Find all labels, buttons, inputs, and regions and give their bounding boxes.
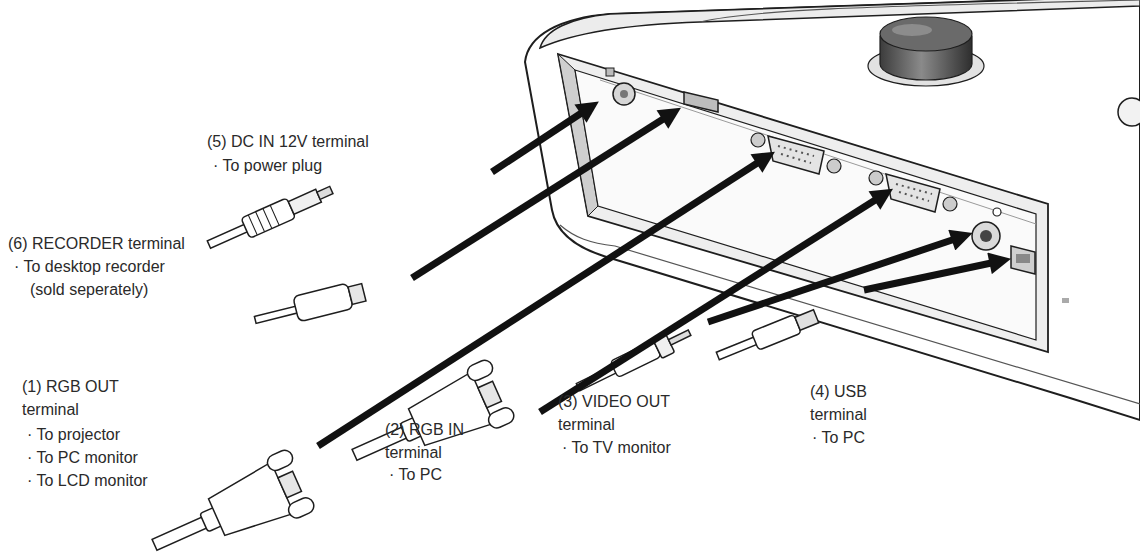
dsub-port — [886, 174, 940, 212]
terminal-label: (6) RECORDER terminal — [8, 232, 185, 255]
thumbscrew — [486, 405, 516, 430]
terminal-label: (2) RGB IN terminal — [385, 418, 485, 464]
knob-highlight — [892, 24, 932, 36]
cable — [207, 224, 249, 248]
plug-front — [348, 284, 366, 305]
connection-note: · To PC monitor — [27, 446, 138, 469]
recess-frame — [558, 54, 1048, 352]
terminal-label: (1) RGB OUT terminal — [22, 375, 132, 421]
plug-front — [478, 381, 502, 408]
plug-metal — [795, 310, 819, 330]
terminal-label: (3) VIDEO OUT terminal — [558, 390, 683, 436]
connection-note: · To desktop recorder — [14, 255, 165, 278]
connection-note: · To projector — [27, 423, 120, 446]
insert-arrow — [318, 160, 762, 446]
rca-mark — [993, 208, 1001, 216]
terminal-label: (5) DC IN 12V terminal — [207, 130, 369, 153]
knob — [868, 17, 984, 86]
rear-panel — [575, 70, 1036, 340]
plug-tip — [317, 186, 333, 199]
thumbscrew-hole — [943, 197, 957, 211]
screw-mark — [606, 68, 614, 76]
panel-lip — [600, 80, 1036, 224]
plug-hood — [205, 462, 294, 542]
recorder-slot — [684, 92, 718, 112]
body-outline — [525, 0, 1140, 420]
connection-note: · To LCD monitor — [27, 469, 148, 492]
insert-arrow — [864, 262, 996, 290]
connection-note: · To PC — [389, 463, 442, 486]
dsub-plug — [141, 448, 317, 553]
grip-ridges — [248, 205, 279, 235]
connection-note: · To power plug — [213, 154, 322, 177]
thumbscrew — [465, 358, 495, 383]
dc-plug — [204, 180, 335, 255]
dsub-pins — [778, 146, 814, 163]
usb-tongue — [1016, 254, 1030, 263]
terminal-label: (4) USB terminal — [810, 380, 885, 426]
side-button — [1118, 98, 1140, 126]
dc-jack-hole — [620, 90, 628, 98]
plug-body — [293, 283, 354, 322]
plug-sleeve — [288, 189, 321, 214]
panel-mark — [1062, 298, 1069, 303]
thumbscrew-hole — [869, 171, 883, 185]
recorder-plug — [252, 280, 367, 332]
top-surface — [540, 0, 1140, 48]
insert-arrow — [540, 197, 880, 412]
insert-arrow — [412, 116, 668, 278]
usb-port — [1011, 246, 1035, 274]
dsub-pins — [896, 184, 932, 201]
thumbscrew-hole — [827, 159, 841, 173]
connection-note: · To TV monitor — [562, 436, 671, 459]
insert-arrow — [492, 110, 586, 172]
cable — [254, 306, 298, 323]
plug-grip — [241, 198, 296, 238]
connection-note: (sold seperately) — [30, 278, 148, 301]
dsub-port — [768, 136, 824, 174]
plug-front — [278, 471, 302, 498]
cable — [152, 516, 208, 550]
insert-arrows — [318, 110, 996, 446]
plug-body — [751, 314, 801, 350]
rca-jack — [972, 222, 1000, 250]
connection-note: · To PC — [812, 426, 865, 449]
cable — [716, 337, 758, 360]
device-body — [525, 0, 1140, 420]
dc-jack — [613, 83, 635, 105]
panel-connectors — [606, 68, 1069, 303]
thumbscrew — [286, 495, 316, 520]
thumbscrew — [265, 448, 295, 473]
knob-top — [880, 17, 972, 51]
thumbscrew-hole — [751, 133, 765, 147]
rca-jack-center — [980, 230, 992, 242]
rca-plug — [573, 323, 694, 397]
